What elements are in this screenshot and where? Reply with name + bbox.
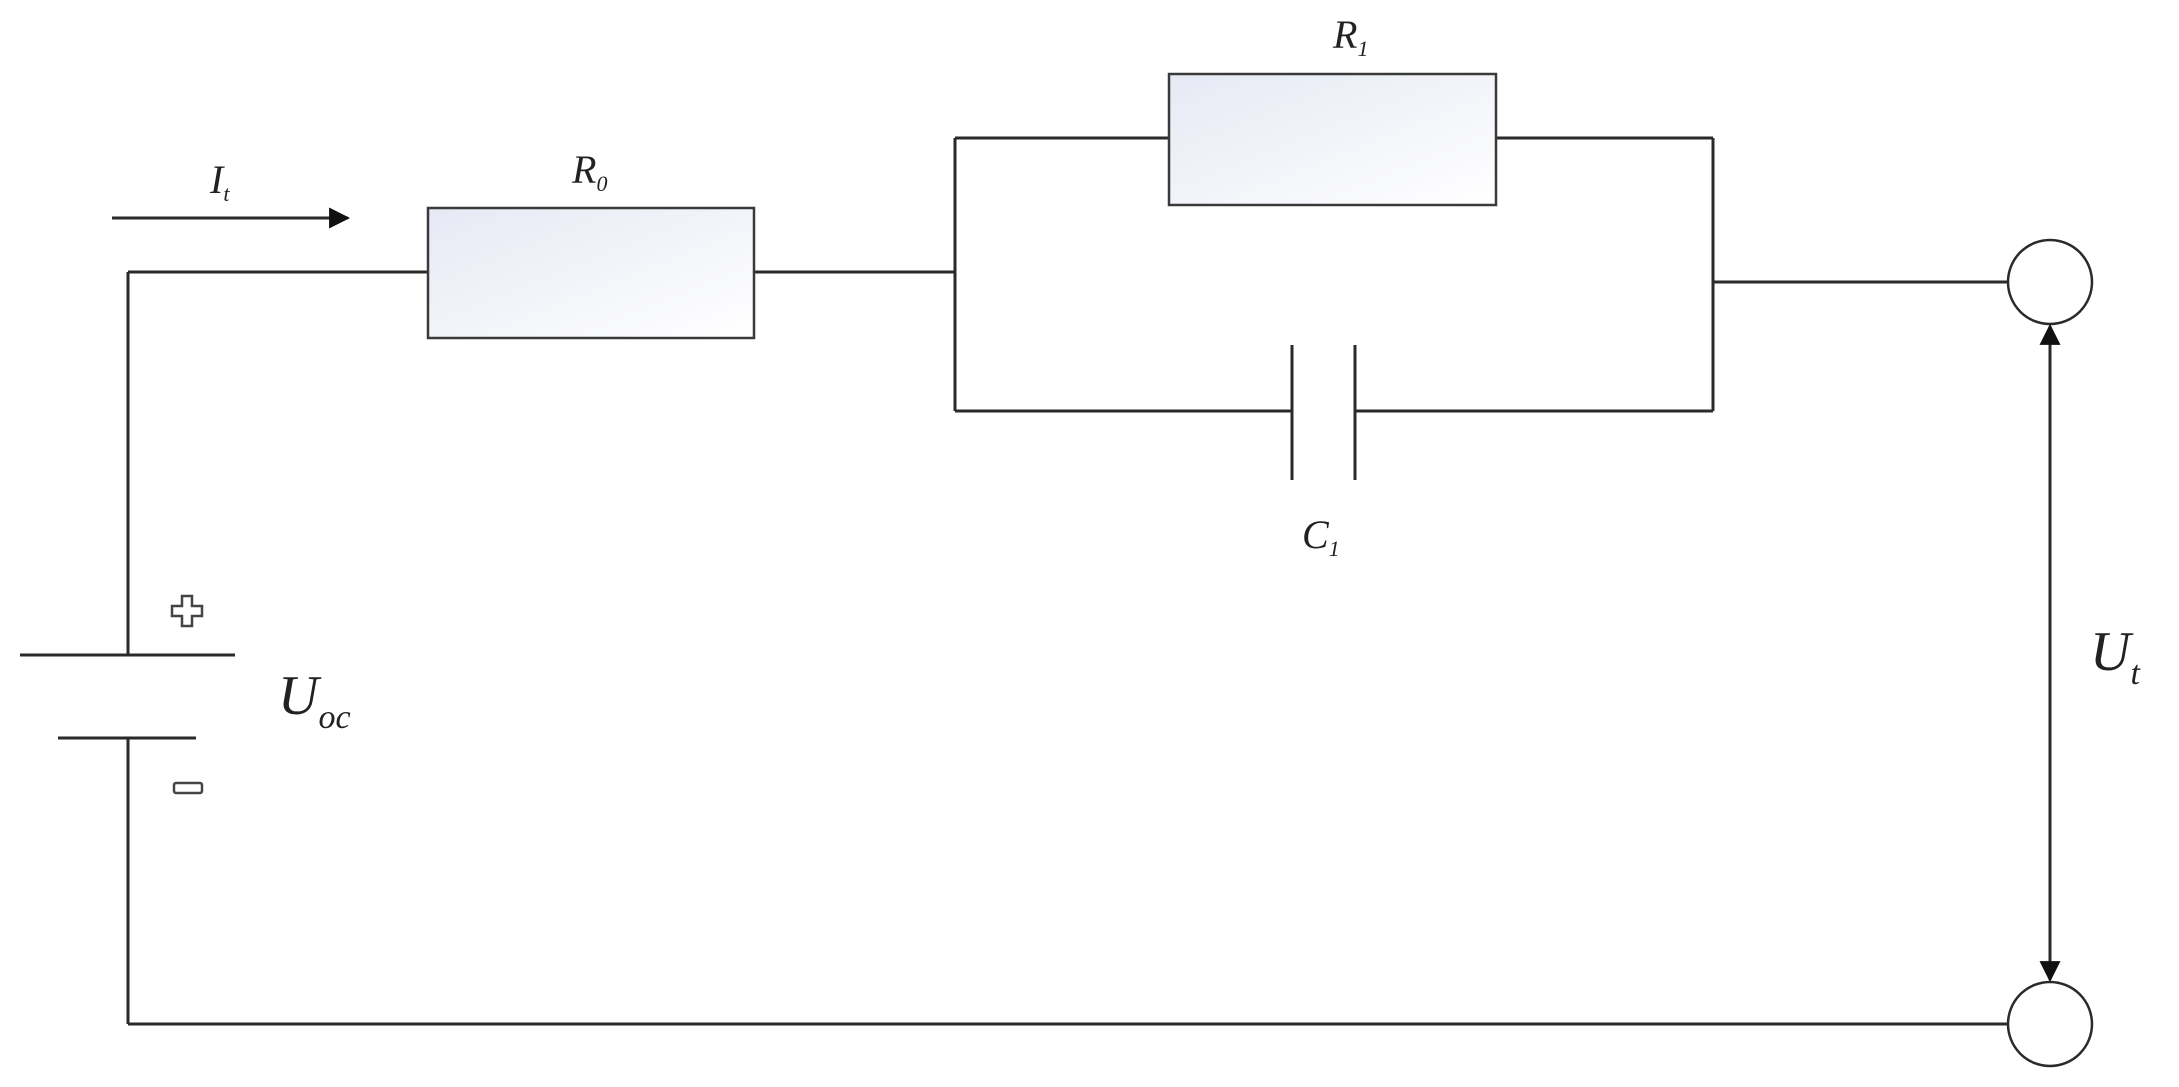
minus-sign-icon: [172, 781, 204, 795]
label-ut: Ut: [2090, 621, 2141, 692]
label-r1: R1: [1332, 12, 1368, 61]
terminal-top: [2006, 238, 2094, 326]
capacitor-c1: [1290, 345, 1357, 480]
label-uoc: Uoc: [278, 665, 351, 736]
label-r0: R0: [571, 147, 607, 196]
label-current: It: [209, 157, 230, 206]
wires: [126, 136, 2008, 1026]
resistor-r0: [426, 206, 756, 340]
label-c1: C1: [1302, 512, 1340, 561]
battery-uoc: [20, 653, 235, 740]
resistor-r1: [1167, 72, 1498, 207]
terminal-bottom: [2006, 980, 2094, 1068]
plus-sign-icon: [170, 594, 204, 628]
